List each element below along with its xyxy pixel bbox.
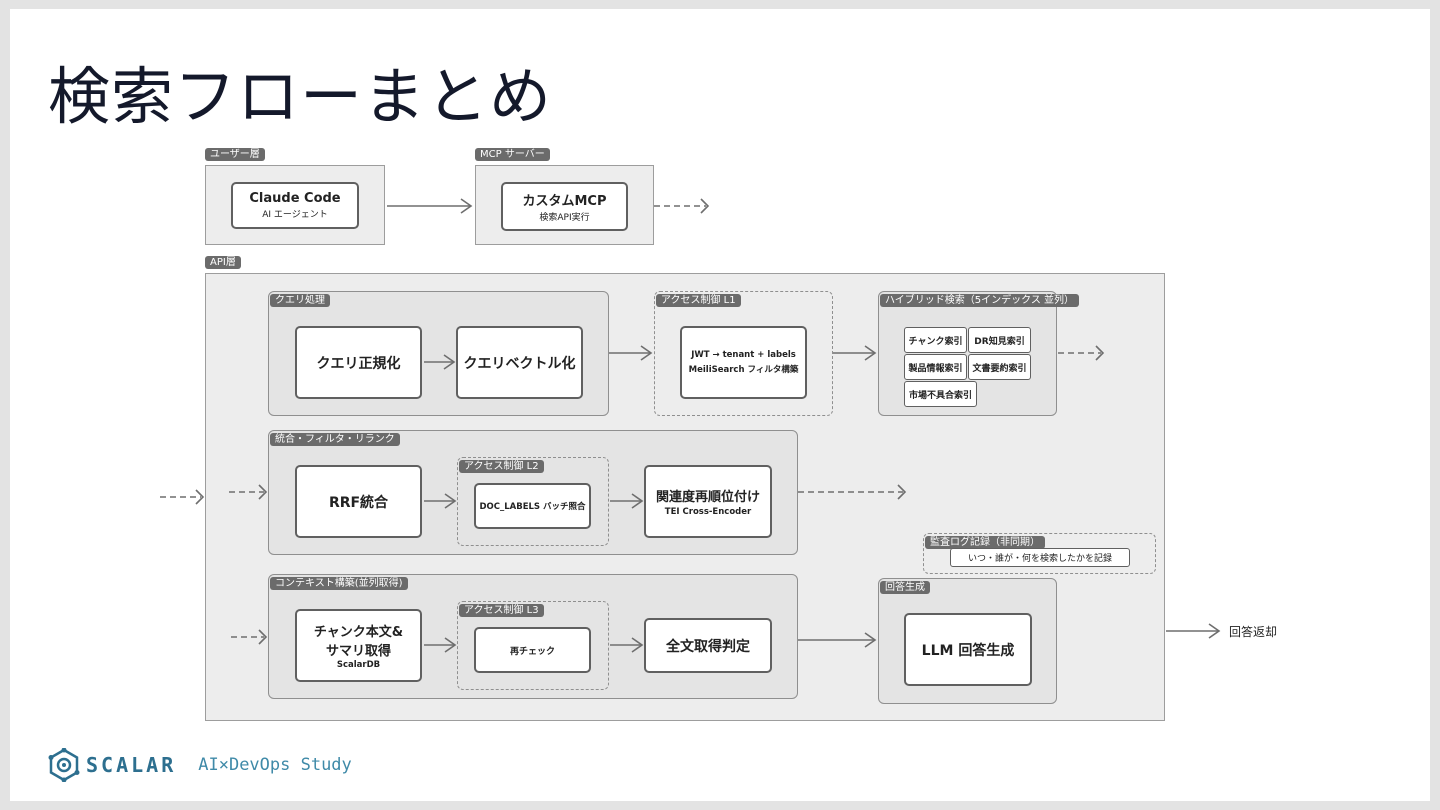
claude-code-subtitle: AI エージェント bbox=[262, 210, 328, 220]
arrow-l3-to-fulltext bbox=[610, 637, 644, 653]
access-l2-group bbox=[457, 457, 609, 546]
rerank-title: 関連度再順位付け bbox=[655, 490, 760, 505]
arrow-l1-to-hybrid bbox=[833, 345, 877, 361]
audit-log-node: いつ・誰が・何を検索したかを記録 bbox=[950, 548, 1130, 567]
return-label: 回答返却 bbox=[1229, 625, 1278, 639]
audit-log-label: いつ・誰が・何を検索したかを記録 bbox=[967, 554, 1112, 564]
answer-tag: 回答生成 bbox=[880, 581, 930, 594]
dashed-into-merge-head bbox=[258, 484, 268, 500]
rerank-subtitle: TEI Cross-Encoder bbox=[664, 507, 752, 517]
arrow-fulltext-to-answer bbox=[798, 632, 877, 648]
doc-labels-label: DOC_LABELS バッチ照合 bbox=[479, 502, 586, 512]
query-normalize-label: クエリ正規化 bbox=[316, 355, 401, 372]
audit-log-group bbox=[923, 533, 1156, 574]
llm-answer-node: LLM 回答生成 bbox=[904, 613, 1032, 686]
custom-mcp-title: カスタムMCP bbox=[522, 194, 607, 209]
fulltext-node: 全文取得判定 bbox=[644, 618, 772, 673]
jwt-filter-node: JWT → tenant + labels MeiliSearch フィルタ構築 bbox=[680, 326, 807, 399]
hybrid-search-tag: ハイブリッド検索（5インデックス 並列） bbox=[880, 294, 1080, 307]
page-title: 検索フローまとめ bbox=[48, 60, 553, 133]
claude-code-node: Claude Code AI エージェント bbox=[231, 182, 359, 229]
dashed-into-context-head bbox=[258, 629, 268, 645]
access-l1-group bbox=[654, 291, 833, 416]
index-dr-knowledge: DR知見索引 bbox=[968, 327, 1031, 353]
recheck-label: 再チェック bbox=[509, 646, 555, 657]
context-tag: コンテキスト構築(並列取得) bbox=[270, 577, 408, 590]
chunk-fetch-sub: ScalarDB bbox=[336, 660, 381, 670]
custom-mcp-subtitle: 検索API実行 bbox=[539, 213, 590, 223]
chunk-fetch-line1: チャンク本文& bbox=[313, 625, 404, 640]
scalar-logo-icon bbox=[48, 748, 80, 782]
dashed-into-api-head bbox=[195, 489, 205, 505]
custom-mcp-node: カスタムMCP 検索API実行 bbox=[501, 182, 628, 231]
rrf-node: RRF統合 bbox=[295, 465, 422, 538]
arrow-answer-return bbox=[1166, 623, 1221, 639]
claude-code-title: Claude Code bbox=[249, 191, 341, 206]
jwt-line: JWT → tenant + labels bbox=[691, 350, 796, 360]
brand-name: SCALAR bbox=[86, 753, 177, 777]
access-l3-tag: アクセス制御 L3 bbox=[459, 604, 544, 617]
index-product-info: 製品情報索引 bbox=[904, 354, 967, 380]
arrow-fetch-to-l3 bbox=[424, 637, 457, 653]
recheck-node: 再チェック bbox=[474, 627, 591, 673]
arrow-query-to-l1 bbox=[609, 345, 653, 361]
arrow-rrf-to-l2 bbox=[424, 493, 457, 509]
rrf-label: RRF統合 bbox=[328, 494, 389, 511]
access-l3-group bbox=[457, 601, 609, 690]
query-normalize-node: クエリ正規化 bbox=[295, 326, 422, 399]
index-doc-summary: 文書要約索引 bbox=[968, 354, 1031, 380]
arrow-l2-to-rerank bbox=[610, 493, 644, 509]
chunk-fetch-node: チャンク本文& サマリ取得 ScalarDB bbox=[295, 609, 422, 682]
footer-logo: SCALAR AI×DevOps Study bbox=[48, 748, 352, 782]
dashed-from-rerank-head bbox=[897, 484, 907, 500]
dashed-from-hybrid-head bbox=[1095, 345, 1105, 361]
doc-labels-node: DOC_LABELS バッチ照合 bbox=[474, 483, 591, 529]
user-layer-tag: ユーザー層 bbox=[205, 148, 265, 161]
arrow-normalize-to-vectorize bbox=[424, 354, 456, 370]
query-vectorize-node: クエリベクトル化 bbox=[456, 326, 583, 399]
rerank-node: 関連度再順位付け TEI Cross-Encoder bbox=[644, 465, 772, 538]
audit-log-tag: 監査ログ記録（非同期） bbox=[925, 536, 1045, 549]
dashed-from-mcp-head bbox=[700, 198, 710, 214]
llm-answer-label: LLM 回答生成 bbox=[921, 642, 1015, 659]
index-chunk: チャンク索引 bbox=[904, 327, 967, 353]
access-l1-tag: アクセス制御 L1 bbox=[656, 294, 741, 307]
study-name: AI×DevOps Study bbox=[198, 755, 352, 775]
meili-filter-line: MeiliSearch フィルタ構築 bbox=[688, 365, 799, 375]
api-layer-tag: API層 bbox=[205, 256, 241, 269]
mcp-layer-tag: MCP サーバー bbox=[475, 148, 550, 161]
fulltext-label: 全文取得判定 bbox=[666, 638, 750, 655]
merge-tag: 統合・フィルタ・リランク bbox=[270, 433, 400, 446]
arrow-claude-to-mcp bbox=[387, 198, 473, 214]
query-vectorize-label: クエリベクトル化 bbox=[463, 355, 576, 372]
chunk-fetch-line2: サマリ取得 bbox=[325, 644, 391, 659]
index-market-defect: 市場不具合索引 bbox=[904, 381, 977, 407]
query-processing-tag: クエリ処理 bbox=[270, 294, 330, 307]
access-l2-tag: アクセス制御 L2 bbox=[459, 460, 544, 473]
